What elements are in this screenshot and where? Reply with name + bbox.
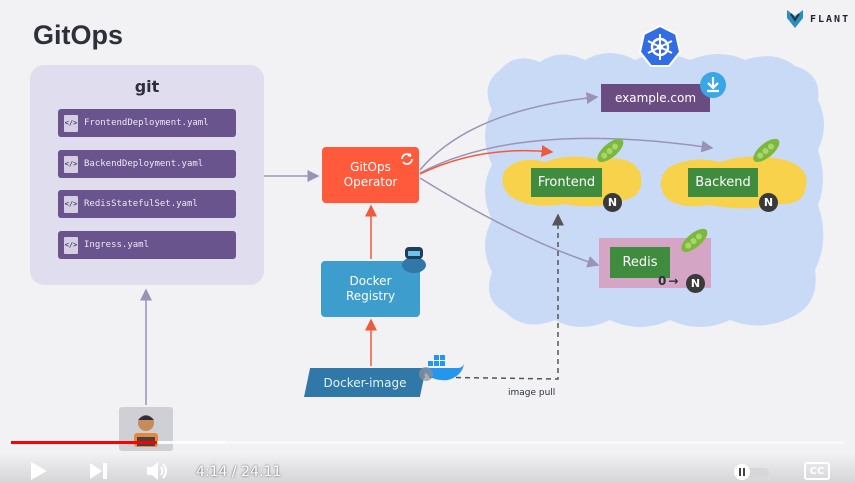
- pea-pod-icon: [753, 138, 780, 163]
- docker-image: Docker-image: [304, 368, 426, 397]
- docker-image-label: Docker-image: [323, 375, 407, 390]
- file-frontend-deployment: </> FrontendDeployment.yaml: [58, 109, 236, 137]
- developer-avatar: [119, 407, 173, 451]
- registry-line1: Docker: [349, 274, 392, 288]
- docker-whale-icon: [419, 355, 464, 381]
- autoplay-toggle[interactable]: [731, 463, 773, 481]
- pea-pod-icon: [681, 228, 708, 253]
- logo-text: FLANT: [810, 13, 851, 25]
- time-separator: /: [231, 464, 237, 480]
- git-title: git: [134, 77, 160, 96]
- next-icon[interactable]: [88, 461, 110, 481]
- frontend-service: Frontend: [531, 168, 602, 197]
- file-ingress: </> Ingress.yaml: [58, 231, 236, 259]
- frontend-label: Frontend: [537, 175, 596, 190]
- sync-icon: [401, 153, 413, 165]
- replicas-badge: N: [759, 193, 778, 212]
- file-name: Ingress.yaml: [84, 240, 150, 250]
- duration: 24:11: [241, 464, 282, 480]
- redis-label: Redis: [622, 255, 658, 270]
- slide-title: GitOps: [33, 20, 124, 50]
- code-file-icon: </>: [64, 155, 78, 173]
- file-backend-deployment: </> BackendDeployment.yaml: [58, 150, 236, 178]
- registry-line2: Registry: [345, 289, 396, 303]
- progress-track[interactable]: [11, 441, 844, 444]
- captions-button[interactable]: CC: [804, 462, 830, 480]
- replicas-badge: N: [686, 274, 705, 293]
- file-name: FrontendDeployment.yaml: [84, 118, 209, 128]
- file-redis-statefulset: </> RedisStatefulSet.yaml: [58, 190, 236, 218]
- redis-service: Redis: [610, 247, 670, 278]
- git-repository-panel: git </> FrontendDeployment.yaml </> Back…: [30, 65, 264, 285]
- flant-logo: FLANT: [784, 8, 850, 30]
- scale-from: 0: [658, 274, 667, 288]
- docker-registry: Docker Registry: [321, 261, 420, 317]
- current-time: 4:14: [196, 464, 228, 480]
- backend-service: Backend: [688, 168, 758, 197]
- scale-arrow: →: [668, 274, 679, 288]
- file-name: BackendDeployment.yaml: [84, 159, 204, 169]
- code-file-icon: </>: [64, 236, 78, 254]
- time-display: 4:14 / 24:11: [196, 464, 281, 480]
- pea-pod-icon: [597, 138, 624, 163]
- developer-icon: [134, 415, 158, 447]
- ingress-example-com: example.com: [601, 84, 710, 112]
- code-file-icon: </>: [64, 114, 78, 132]
- progress-played: [11, 441, 157, 444]
- registry-mascot-icon: [402, 247, 426, 273]
- volume-icon[interactable]: [145, 460, 171, 482]
- operator-line1: GitOps: [350, 160, 391, 174]
- backend-label: Backend: [695, 175, 751, 190]
- example-label: example.com: [614, 91, 697, 105]
- download-icon: [700, 72, 726, 98]
- code-file-icon: </>: [64, 195, 78, 213]
- image-pull-label: image pull: [508, 388, 556, 398]
- file-name: RedisStatefulSet.yaml: [84, 199, 198, 209]
- flant-logo-icon: [787, 10, 803, 28]
- operator-line2: Operator: [343, 175, 398, 189]
- redis-scaling: 0 →: [658, 274, 678, 288]
- replicas-badge: N: [603, 193, 622, 212]
- kubernetes-icon: [638, 24, 682, 67]
- player-controls: CC: [0, 452, 855, 483]
- play-icon[interactable]: [28, 460, 50, 482]
